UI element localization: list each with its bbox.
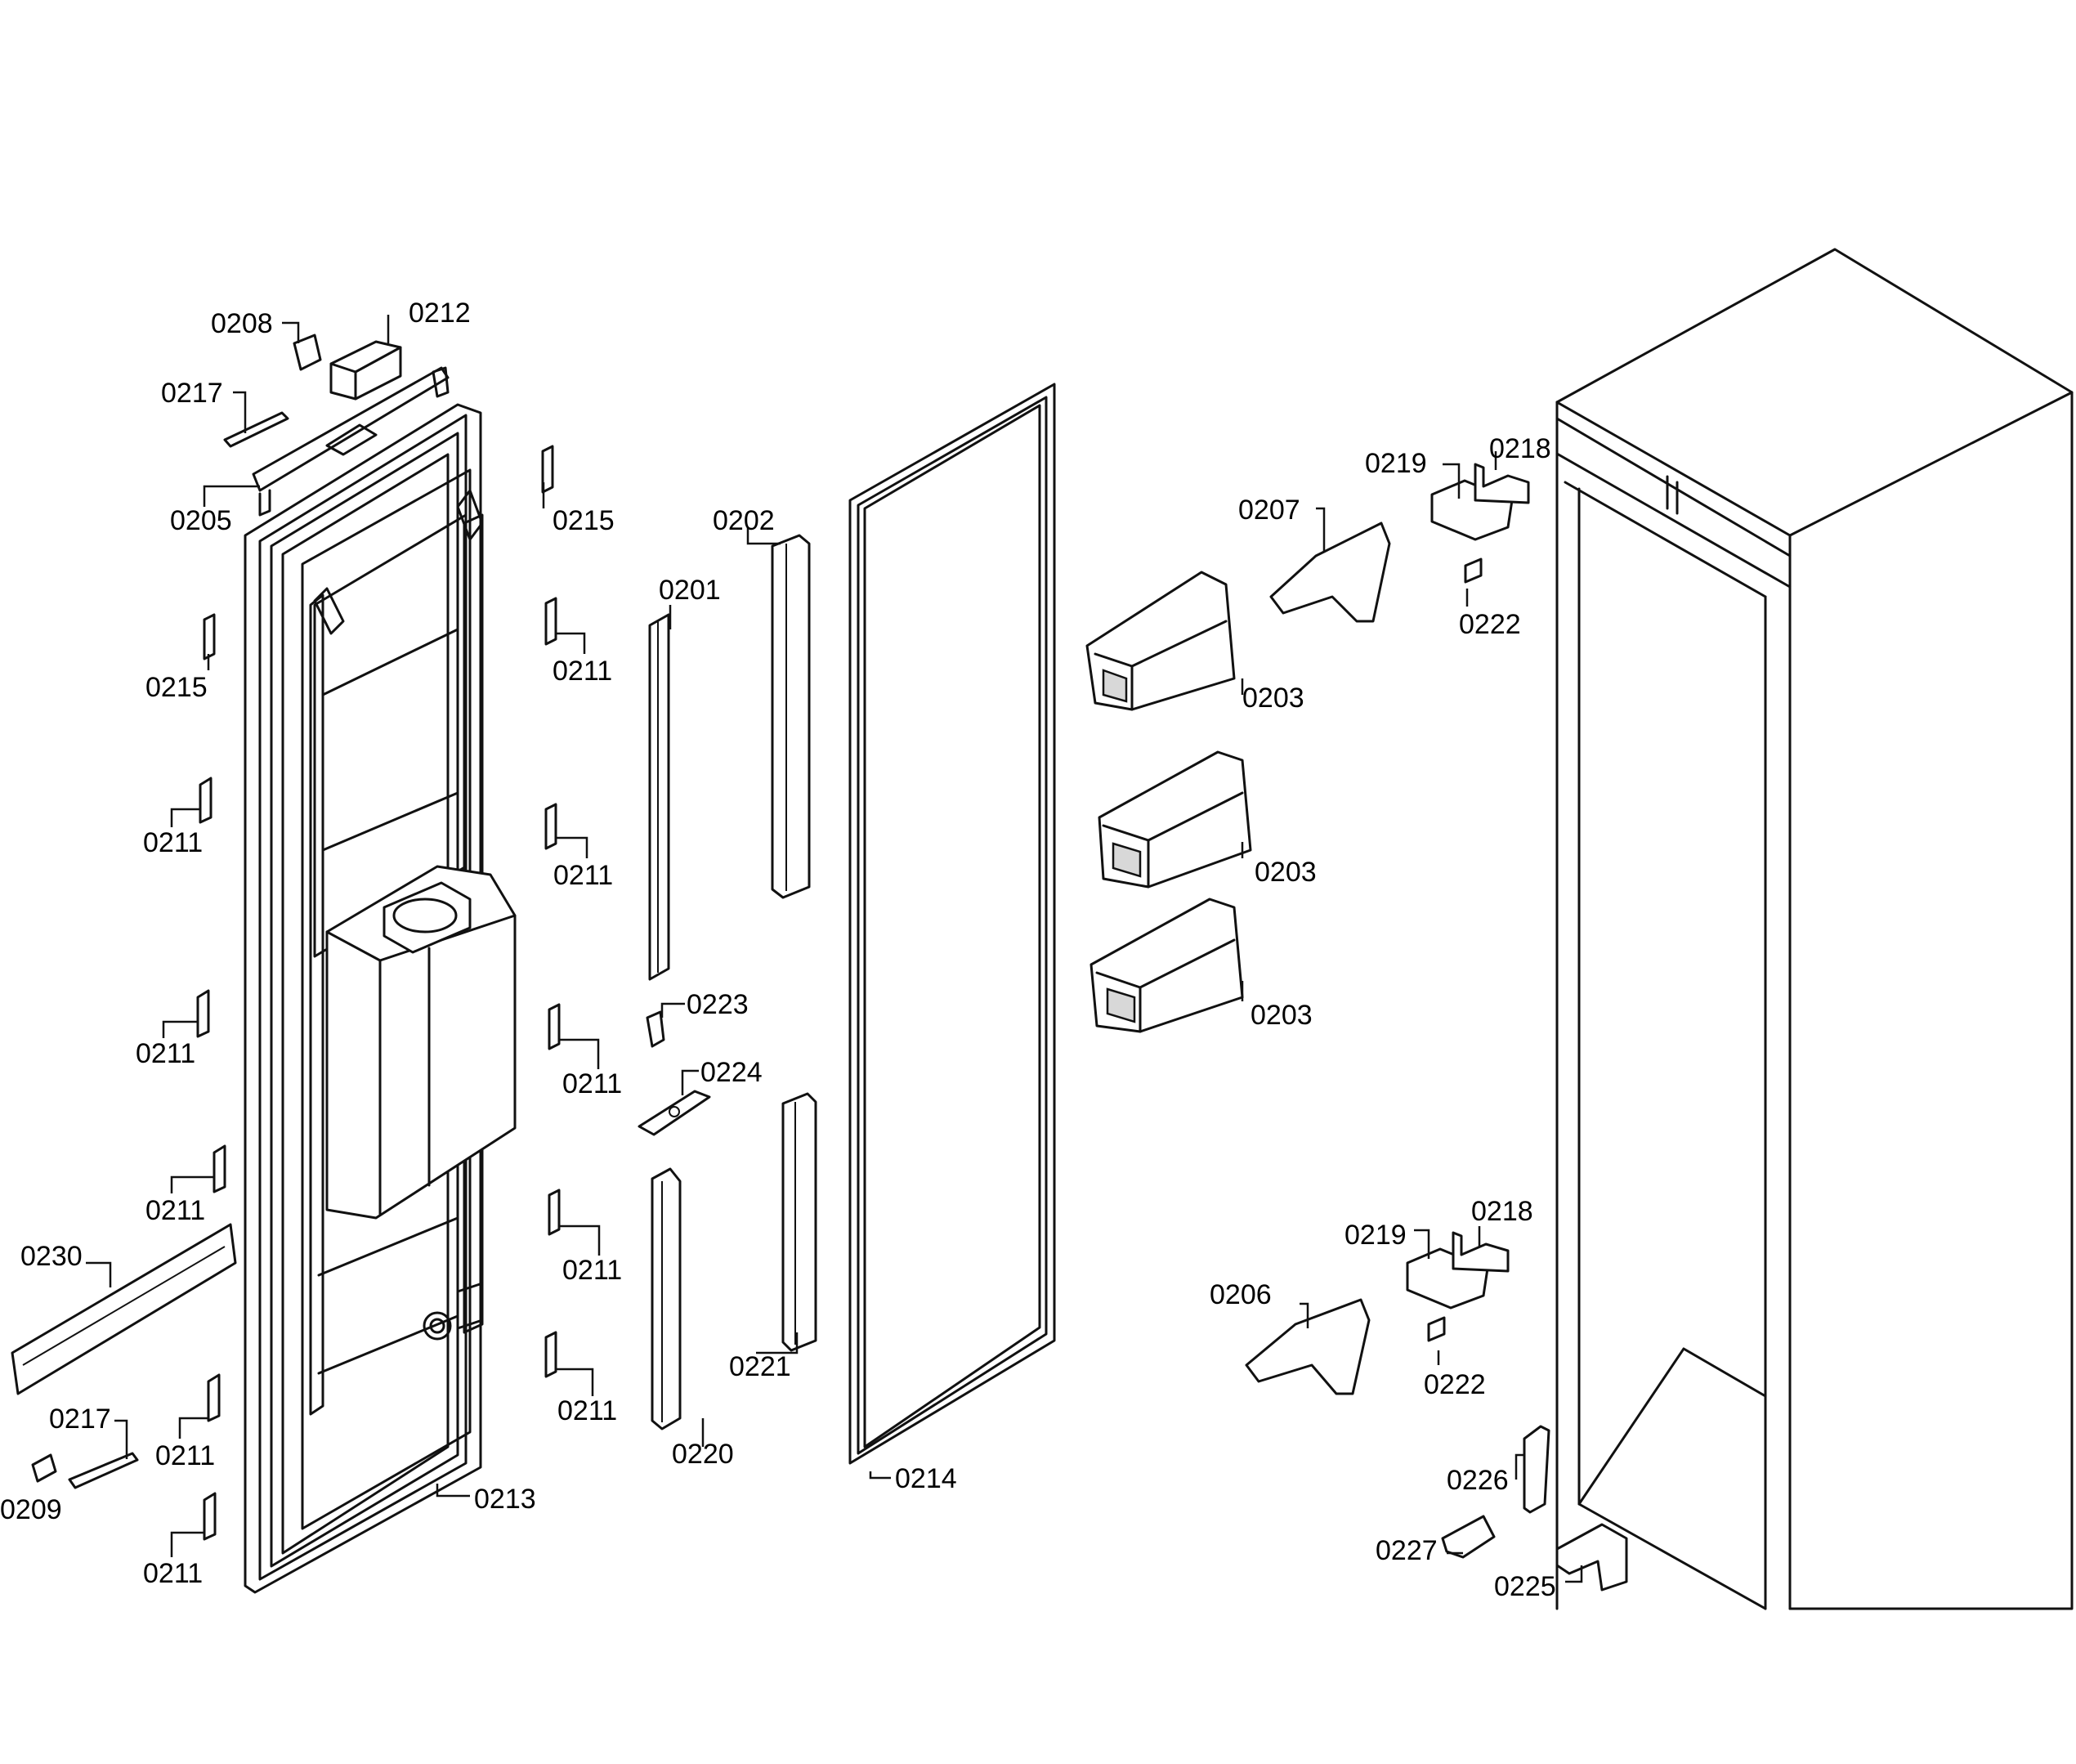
callout-0208: 0208	[211, 308, 273, 339]
callout-0205: 0205	[170, 505, 232, 536]
plate-0217-bottom	[68, 1452, 139, 1489]
callout-0227: 0227	[1376, 1535, 1438, 1566]
callout-0203-middle: 0203	[1255, 857, 1317, 888]
callout-0211-r4: 0211	[562, 1255, 622, 1286]
callout-0207: 0207	[1238, 495, 1300, 526]
plate-0224	[638, 1090, 711, 1136]
callout-0222-upper: 0222	[1459, 609, 1521, 640]
door-assembly-0213	[244, 403, 517, 1594]
callout-0206: 0206	[1210, 1279, 1272, 1310]
callout-0211-r1: 0211	[553, 656, 612, 687]
trim-strips	[648, 534, 817, 1430]
hinge-upper-0207	[1269, 463, 1530, 623]
top-bracket-0205	[252, 366, 450, 517]
callout-0201: 0201	[659, 575, 721, 606]
callout-0226: 0226	[1447, 1465, 1509, 1496]
cabinet	[1555, 248, 2074, 1610]
part-0226	[1523, 1425, 1550, 1514]
cover-0212	[329, 340, 402, 401]
callout-0219-upper: 0219	[1365, 448, 1427, 479]
callout-0224: 0224	[700, 1057, 763, 1088]
callout-0209: 0209	[0, 1494, 62, 1525]
callout-0219-lower: 0219	[1344, 1220, 1407, 1251]
callout-0211-r5: 0211	[557, 1395, 617, 1426]
callout-0214: 0214	[895, 1463, 957, 1494]
callout-0218-upper: 0218	[1489, 433, 1551, 464]
callout-0211-r3: 0211	[562, 1068, 622, 1099]
callout-0211-l4: 0211	[155, 1440, 215, 1471]
callout-0203-lower: 0203	[1251, 1000, 1313, 1031]
clip-0209	[31, 1453, 57, 1483]
clip-0223	[646, 1010, 665, 1048]
gasket-0214	[848, 383, 1056, 1465]
callout-0215-left: 0215	[145, 672, 208, 703]
callout-0202: 0202	[713, 505, 775, 536]
clip-0208	[293, 334, 322, 371]
door-bins-0203	[1085, 571, 1252, 1033]
callout-0221: 0221	[729, 1351, 791, 1382]
plate-0217-top	[223, 411, 289, 448]
callout-0215-right: 0215	[553, 505, 615, 536]
callout-0211-r2: 0211	[553, 860, 613, 891]
callout-0217-top: 0217	[161, 378, 223, 409]
leader-lines	[86, 315, 1583, 1583]
callout-labels: 0208 0212 0217 0205 0215 0215 0202 0201 …	[0, 298, 1556, 1602]
part-0225	[1555, 1523, 1628, 1592]
callout-0211-l5: 0211	[143, 1558, 203, 1589]
callout-0222-lower: 0222	[1424, 1369, 1486, 1400]
brackets-0211-0215	[196, 445, 561, 1541]
bracket-0230	[11, 1223, 237, 1395]
callout-0217-bottom: 0217	[49, 1404, 111, 1435]
callout-0211-l2: 0211	[136, 1038, 195, 1069]
callout-0213: 0213	[474, 1484, 536, 1515]
callout-0223: 0223	[687, 989, 749, 1020]
callout-0220: 0220	[672, 1439, 734, 1470]
callout-0211-l1: 0211	[143, 827, 203, 858]
part-0227	[1441, 1515, 1496, 1559]
callout-0225: 0225	[1494, 1571, 1556, 1602]
hinge-lower-0206	[1245, 1231, 1510, 1395]
callout-0230: 0230	[20, 1241, 83, 1272]
callout-0211-l3: 0211	[145, 1195, 205, 1226]
callout-0218-lower: 0218	[1471, 1196, 1533, 1227]
callout-0203-upper: 0203	[1242, 683, 1304, 714]
callout-0212: 0212	[409, 298, 471, 329]
